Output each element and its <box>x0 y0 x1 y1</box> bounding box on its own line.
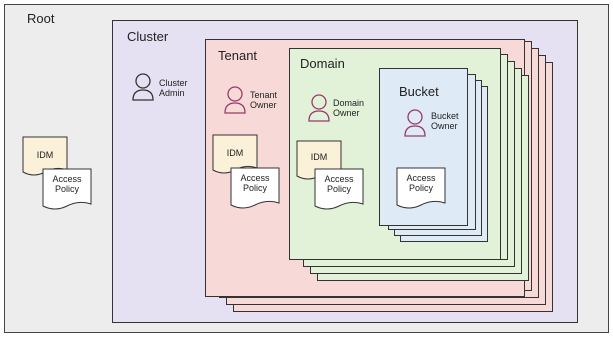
root-title: Root <box>27 11 55 26</box>
tenant-idm-label: IDM <box>226 148 244 158</box>
domain-idm-label: IDM <box>310 152 328 162</box>
cluster-admin-label: Cluster Admin <box>159 78 188 98</box>
tenant-owner-label: Tenant Owner <box>250 90 278 110</box>
domain-owner-label: Domain Owner <box>333 98 365 118</box>
bucket-policy-label: Access Policy <box>406 173 436 193</box>
root-policy-doc <box>42 168 92 210</box>
root-policy-label: Access Policy <box>52 174 82 194</box>
tenant-policy-label: Access Policy <box>240 173 270 193</box>
cluster-admin-person-icon <box>132 73 154 101</box>
bucket-owner-label: Bucket Owner <box>431 111 459 131</box>
bucket-title: Bucket <box>399 84 439 99</box>
tenant-policy-doc <box>230 167 280 209</box>
domain-owner-person-icon <box>308 94 330 122</box>
tenant-owner-person-icon <box>224 86 246 114</box>
domain-title: Domain <box>300 56 345 71</box>
domain-policy-doc <box>314 168 364 210</box>
bucket-owner-person-icon <box>404 109 426 137</box>
domain-policy-label: Access Policy <box>324 174 354 194</box>
cluster-title: Cluster <box>127 29 169 44</box>
tenant-title: Tenant <box>218 48 258 63</box>
bucket-policy-doc <box>396 167 446 209</box>
root-idm-label: IDM <box>36 150 54 160</box>
